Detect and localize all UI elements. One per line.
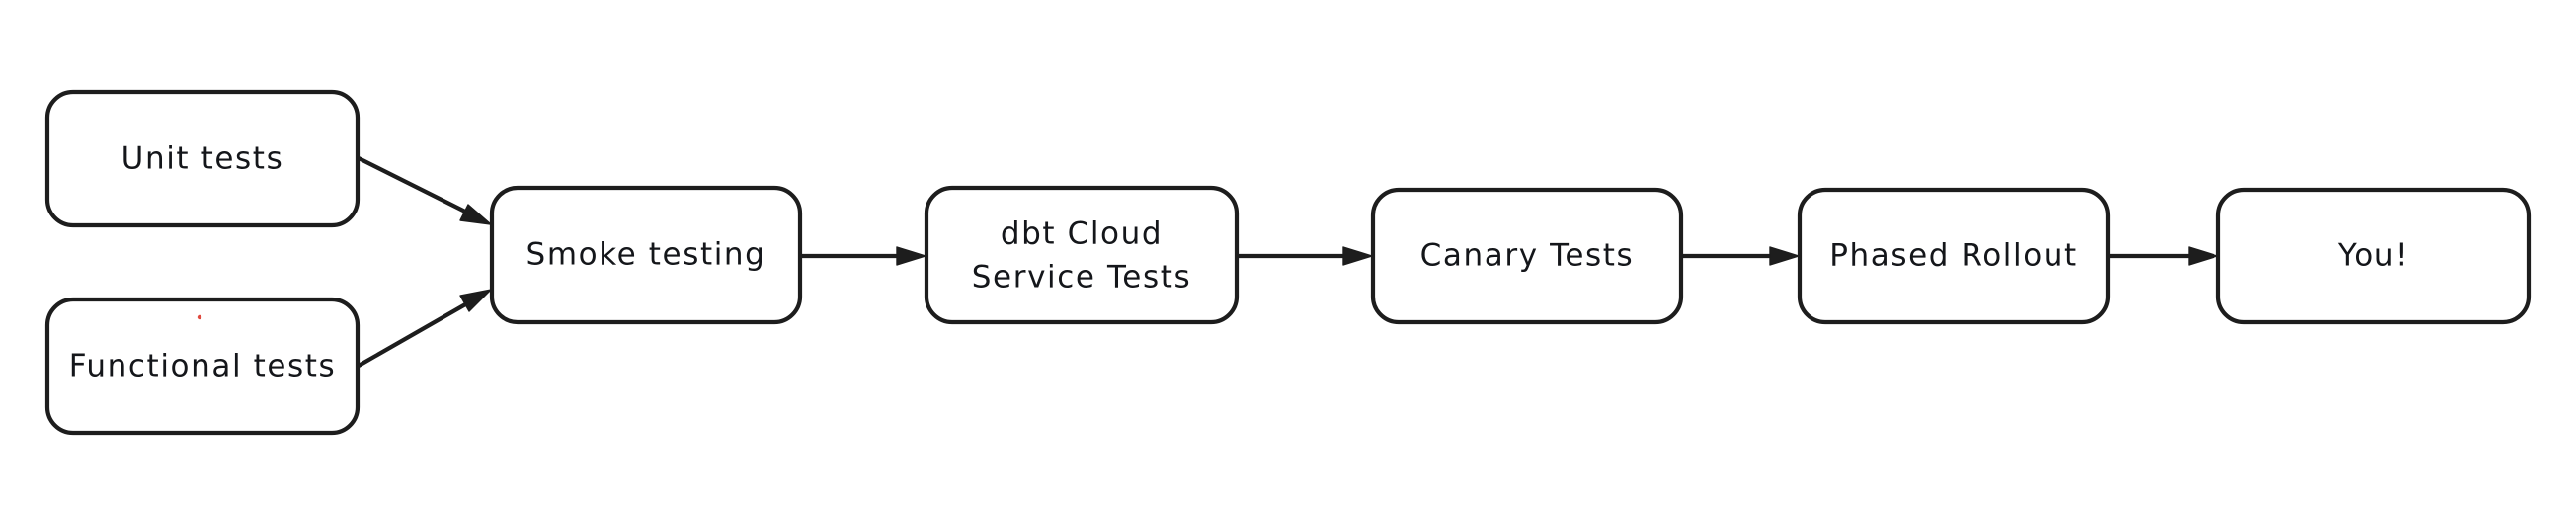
ink-speck — [197, 314, 202, 320]
edge-functional-tests-to-smoke-testing — [356, 289, 492, 369]
node-label-you: You! — [2337, 238, 2409, 274]
node-label-dbt-cloud-line-2: Service Tests — [972, 260, 1191, 296]
node-label-unit-tests: Unit tests — [121, 141, 284, 177]
node-label-smoke-testing: Smoke testing — [526, 237, 766, 273]
node-group: Unit tests Functional tests Smoke testin… — [44, 89, 2532, 436]
edge-phased-rollout-to-you — [2106, 246, 2218, 266]
node-shape[interactable] — [489, 185, 803, 325]
edge-smoke-testing-to-dbt-cloud-service-tests — [798, 246, 926, 266]
node-unit-tests[interactable]: Unit tests — [44, 89, 361, 228]
arrowhead-icon — [2188, 246, 2218, 266]
edge-canary-tests-to-phased-rollout — [1679, 246, 1800, 266]
arrowhead-icon — [1342, 246, 1373, 266]
node-label-canary-tests: Canary Tests — [1420, 238, 1635, 274]
node-dbt-cloud-service-tests[interactable]: dbt Cloud Service Tests — [924, 185, 1240, 325]
edge-unit-tests-to-smoke-testing — [356, 155, 492, 225]
node-shape[interactable] — [44, 297, 361, 436]
edge-line — [356, 293, 484, 369]
node-label-dbt-cloud-line-1: dbt Cloud — [1001, 216, 1163, 252]
node-functional-tests[interactable]: Functional tests — [44, 297, 361, 436]
node-shape[interactable] — [1797, 187, 2111, 325]
node-shape[interactable] — [924, 185, 1240, 325]
edge-group — [356, 155, 2218, 369]
arrowhead-icon — [1769, 246, 1800, 266]
node-shape[interactable] — [1370, 187, 1684, 325]
node-smoke-testing[interactable]: Smoke testing — [489, 185, 803, 325]
arrowhead-icon — [896, 246, 926, 266]
node-you[interactable]: You! — [2215, 187, 2532, 325]
node-label-functional-tests: Functional tests — [69, 349, 337, 384]
arrowhead-icon — [459, 289, 492, 312]
node-canary-tests[interactable]: Canary Tests — [1370, 187, 1684, 325]
edge-line — [356, 155, 484, 222]
node-shape[interactable] — [44, 89, 361, 228]
node-phased-rollout[interactable]: Phased Rollout — [1797, 187, 2111, 325]
node-shape[interactable] — [2215, 187, 2532, 325]
edge-dbt-cloud-service-tests-to-canary-tests — [1235, 246, 1373, 266]
node-label-phased-rollout: Phased Rollout — [1829, 238, 2078, 274]
arrowhead-icon — [459, 204, 492, 225]
